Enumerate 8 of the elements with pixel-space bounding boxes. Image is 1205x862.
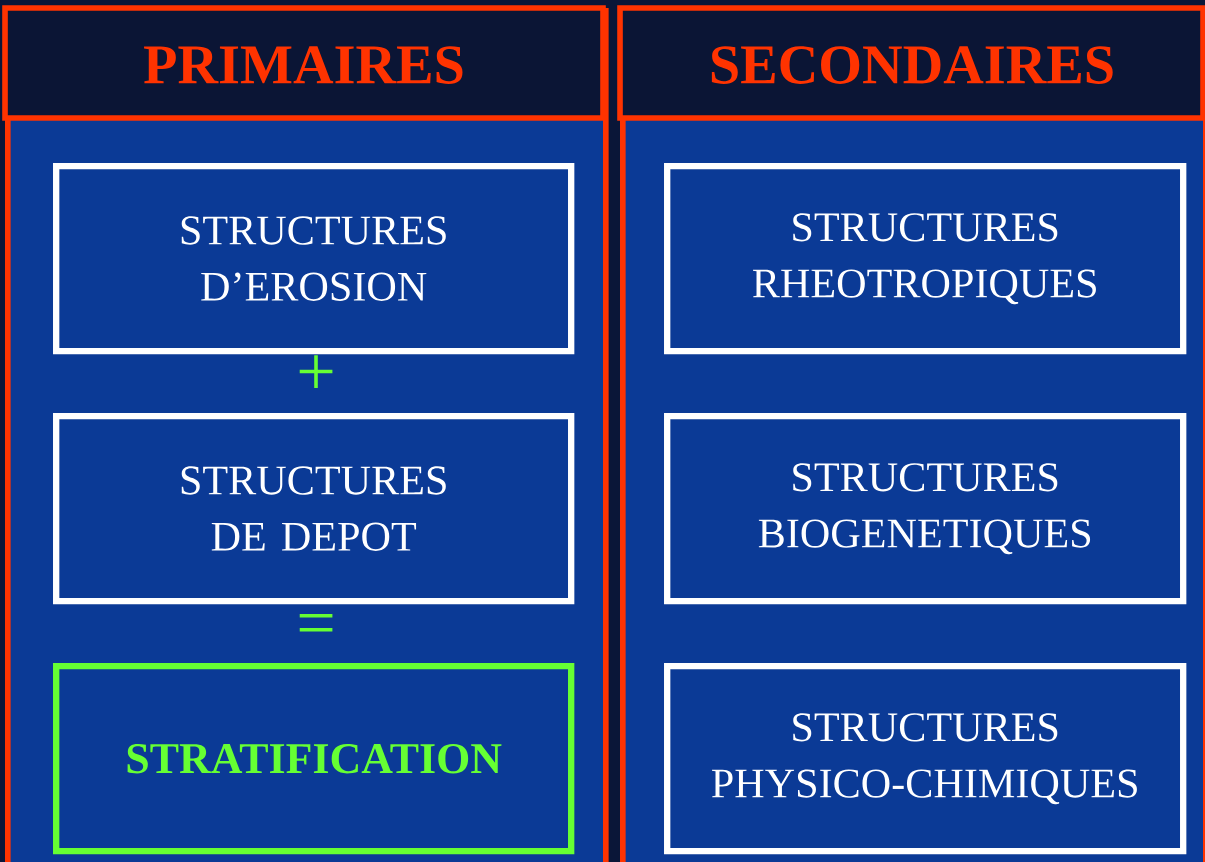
text-box: STRUCTURES BIOGENETIQUES [664, 413, 1187, 605]
text-box: STRUCTURES D’EROSION [53, 163, 575, 355]
highlighted-box: STRATIFICATION [53, 663, 575, 855]
text-box: STRUCTURES PHYSICO-CHIMIQUES [664, 663, 1187, 855]
operator-sign: = [299, 613, 333, 632]
text-box: STRUCTURES RHEOTROPIQUES [664, 163, 1187, 355]
text-box: STRUCTURES DE DEPOT [53, 413, 575, 605]
operator-sign: + [299, 355, 333, 388]
